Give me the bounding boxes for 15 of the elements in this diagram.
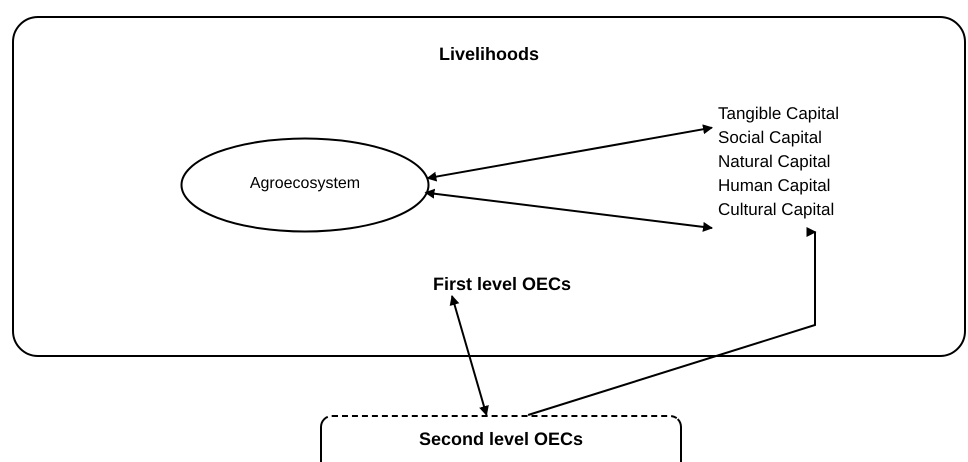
node-label: Agroecosystem [248, 175, 362, 193]
capital-text: Tangible Capital [718, 104, 839, 124]
livelihoods-frame [12, 16, 966, 357]
arrow [424, 188, 713, 232]
capital-text: Natural Capital [718, 152, 830, 172]
diagram-heading: Livelihoods [438, 44, 540, 65]
capital-text: Cultural Capital [718, 200, 834, 220]
node-label: First level OECs [432, 274, 572, 295]
capital-text: Human Capital [718, 176, 830, 196]
node-label: Second level OECs [418, 429, 584, 450]
arrow [528, 227, 816, 416]
capital-text: Social Capital [718, 128, 822, 148]
arrow [450, 295, 489, 416]
arrow [426, 124, 713, 182]
process-box [320, 415, 682, 462]
